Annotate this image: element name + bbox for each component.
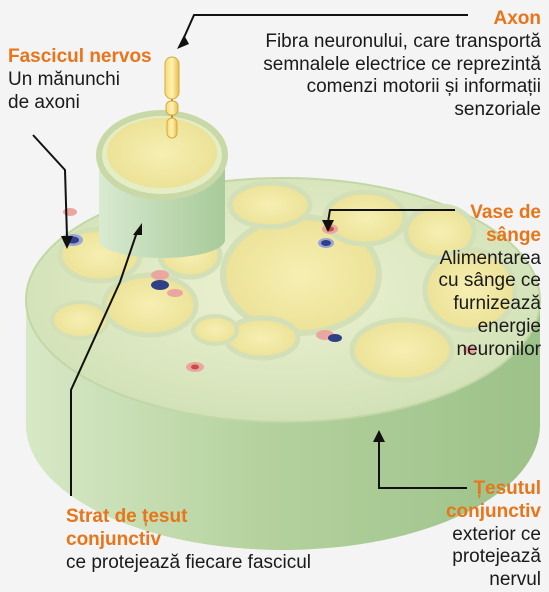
fascicle bbox=[193, 316, 237, 344]
axon-segment bbox=[167, 118, 177, 138]
fascicle bbox=[230, 183, 310, 227]
connective-layer-description: ce protejează fiecare fascicul bbox=[66, 552, 336, 575]
connective-layer-title: Strat de țesut conjunctiv bbox=[66, 506, 216, 552]
fascicle-title: Fascicul nervos bbox=[8, 46, 168, 69]
axon-label: Axon Fibra neuronului, care transportă s… bbox=[240, 8, 541, 122]
axon-title: Axon bbox=[240, 8, 541, 31]
vessels-label: Vase de sânge Alimentarea cu sânge ce fu… bbox=[428, 202, 541, 362]
connective-outer-description: exterior ce protejează nervul bbox=[396, 524, 541, 592]
connective-layer-label: Strat de țesut conjunctiv ce protejează … bbox=[66, 506, 336, 574]
vessels-title: Vase de sânge bbox=[461, 202, 541, 248]
fascicle-description: Un mănunchi de axoni bbox=[8, 69, 133, 115]
axon-arrow bbox=[177, 35, 189, 49]
vessel-red bbox=[63, 208, 77, 216]
vessel-red bbox=[151, 270, 169, 280]
connective-outer-label: Țesutul conjunctiv exterior ce protejeaz… bbox=[396, 478, 541, 592]
vessel-red bbox=[191, 365, 199, 370]
fascicle-label: Fascicul nervos Un mănunchi de axoni bbox=[8, 46, 168, 114]
vessel-blue bbox=[151, 280, 169, 290]
fascicle-axon-bundle bbox=[107, 118, 217, 188]
axon-description: Fibra neuronului, care transportă semnal… bbox=[240, 31, 541, 122]
connective-outer-title: Țesutul conjunctiv bbox=[441, 478, 541, 524]
fascicle bbox=[104, 275, 196, 335]
vessel-red bbox=[167, 289, 183, 297]
vessel-blue bbox=[328, 334, 342, 342]
fascicle bbox=[52, 302, 108, 338]
vessels-description: Alimentarea cu sânge ce furnizează energ… bbox=[428, 248, 541, 362]
fascicle-pointer bbox=[33, 135, 67, 237]
extracted-fascicle bbox=[99, 113, 225, 258]
fascicle bbox=[325, 192, 405, 244]
vessel-blue bbox=[321, 240, 331, 246]
